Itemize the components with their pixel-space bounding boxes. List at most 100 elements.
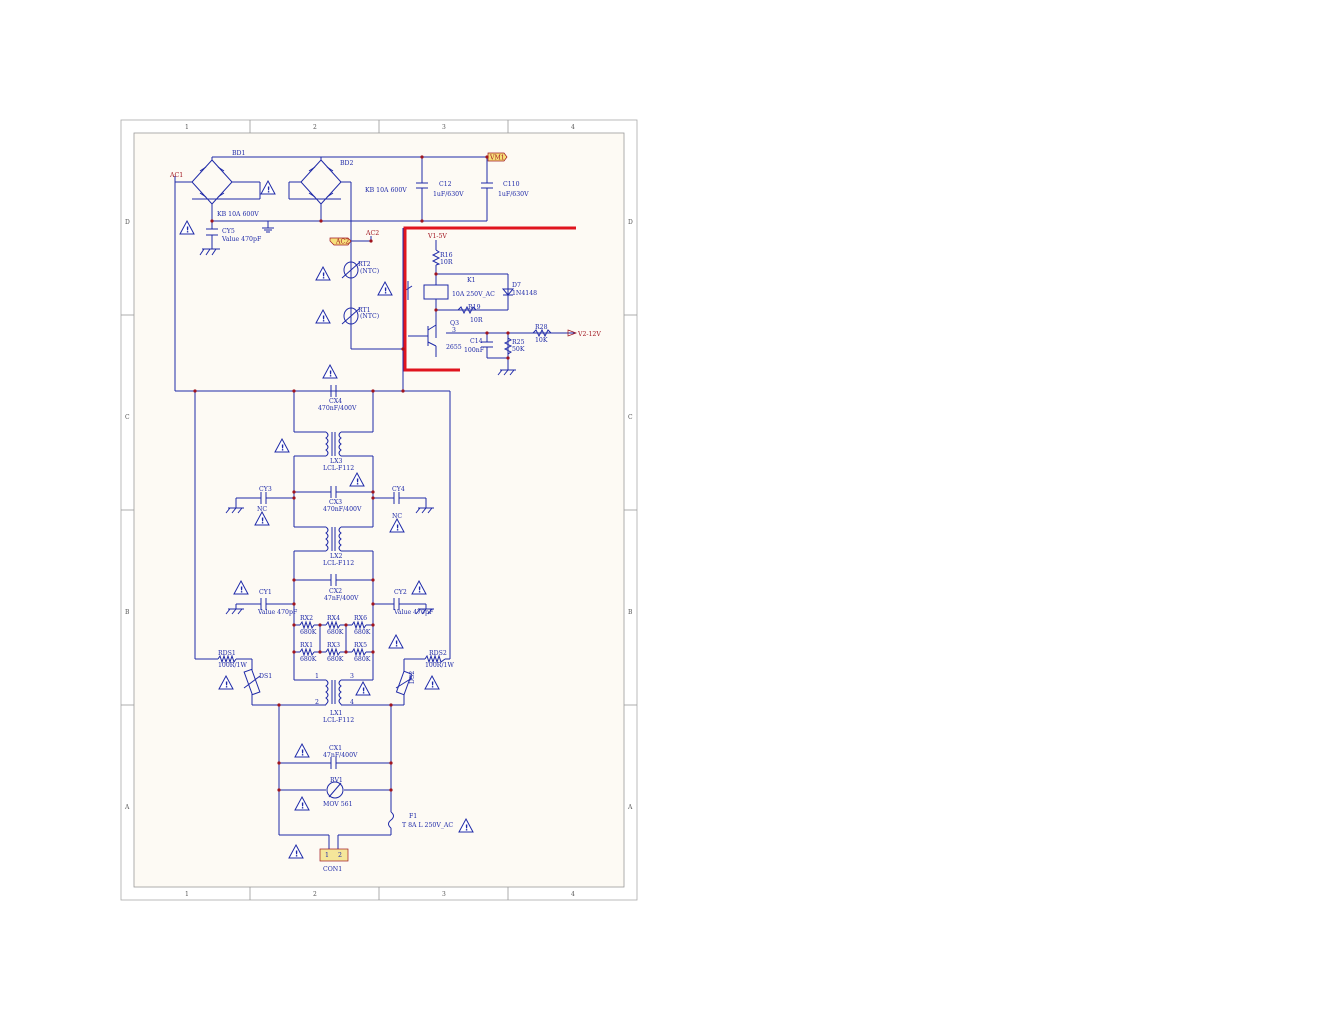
- svg-text:!: !: [295, 850, 299, 859]
- q3-ref: Q3: [450, 320, 459, 327]
- col-label: 1: [185, 124, 189, 131]
- rx3-value: 680K: [327, 656, 344, 663]
- svg-text:!: !: [322, 272, 326, 281]
- ground-relay: [497, 358, 516, 376]
- rx4-ref: RX4: [327, 615, 340, 622]
- thermistor-rt2: [341, 261, 361, 279]
- lx1-pin1: 1: [315, 673, 319, 680]
- warning-icon: !: [322, 363, 338, 379]
- warning-icon: !: [254, 510, 270, 526]
- c12-value: 1uF/630V: [433, 191, 464, 198]
- warning-icon: !: [315, 265, 331, 281]
- caps-c12-c110: [206, 182, 493, 236]
- lx2-ref: LX2: [330, 553, 343, 560]
- rx2-value: 680K: [300, 629, 317, 636]
- thermistor-rt1: [341, 307, 361, 325]
- cy5-value: Value 470pF: [221, 236, 262, 243]
- warning-icon: !: [388, 633, 404, 649]
- cx1-value: 47nF/400V: [323, 752, 358, 759]
- warning-icon: !: [411, 579, 427, 595]
- svg-text:!: !: [396, 524, 400, 533]
- rx5-value: 680K: [354, 656, 371, 663]
- cy3-value: NC: [257, 506, 267, 513]
- input-section: [278, 705, 394, 849]
- warning-icon: !: [315, 308, 331, 324]
- rx1-ref: RX1: [300, 642, 313, 649]
- rx1-value: 680K: [300, 656, 317, 663]
- cy2-ref: CY2: [394, 589, 407, 596]
- zone-labels: 1 2 3 4 1 2 3 4 D C B A D C B A: [124, 124, 633, 898]
- resistor-r19: [457, 305, 477, 315]
- rt2-value: (NTC): [360, 268, 379, 275]
- rds2-ref: RDS2: [429, 650, 447, 657]
- d7-ref: D7: [512, 282, 521, 289]
- svg-text:!: !: [418, 586, 422, 595]
- rv1-ref: RV1: [330, 777, 343, 784]
- top-wiring: [174, 156, 488, 391]
- lx2-value: LCL-F112: [323, 560, 354, 567]
- row-label: B: [628, 609, 633, 616]
- warning-icon: !: [424, 674, 440, 690]
- cx1-ref: CX1: [329, 745, 342, 752]
- lx1-ref: LX1: [330, 710, 343, 717]
- cy3-ref: CY3: [259, 486, 272, 493]
- cx2-value: 47nF/400V: [324, 595, 359, 602]
- row-label: A: [627, 804, 633, 811]
- cx2-ref: CX2: [329, 588, 342, 595]
- col-label: 1: [185, 891, 189, 898]
- cy1-ref: CY1: [259, 589, 272, 596]
- svg-text:!: !: [431, 681, 435, 690]
- c14-ref: C14: [470, 338, 483, 345]
- rds1-ref: RDS1: [218, 650, 236, 657]
- warning-icon: !: [294, 795, 310, 811]
- d7-value: 1N4148: [512, 290, 537, 297]
- r16-value: 10R: [440, 259, 453, 266]
- rt1-ref: RT1: [358, 307, 371, 314]
- con1-pin2: 2: [338, 852, 342, 859]
- svg-text:!: !: [225, 681, 229, 690]
- connector-con1: 1 2: [319, 848, 349, 862]
- col-label: 3: [442, 124, 446, 131]
- c14-value: 100nF: [464, 347, 485, 354]
- lx1-pin3: 3: [350, 673, 354, 680]
- r16-ref: R16: [440, 252, 453, 259]
- con1-pin1: 1: [325, 852, 329, 859]
- vm1-label: VM1: [489, 155, 505, 162]
- ac1-label: AC1: [169, 172, 183, 179]
- ds1-ref: DS1: [259, 673, 272, 680]
- svg-text:!: !: [465, 824, 469, 833]
- v2-port: [567, 329, 577, 337]
- rt2-ref: RT2: [358, 261, 371, 268]
- cx4-ref: CX4: [329, 398, 342, 405]
- rx6-ref: RX6: [354, 615, 367, 622]
- inductor-lx3: [294, 431, 373, 457]
- svg-text:!: !: [329, 370, 333, 379]
- k1-value: 10A 250V_AC: [452, 291, 495, 298]
- cx2-block: [225, 551, 434, 681]
- ac2-net: AC2: [365, 230, 379, 237]
- warning-icon: !: [288, 843, 304, 859]
- rv1-value: MOV 561: [323, 801, 353, 808]
- col-label: 4: [571, 891, 575, 898]
- v1-label: V1-5V: [427, 233, 447, 240]
- warning-icon: !: [349, 471, 365, 487]
- cy4-ref: CY4: [392, 486, 405, 493]
- junction-dots: [193, 155, 510, 792]
- lx3-value: LCL-F112: [323, 465, 354, 472]
- warning-icon: !: [377, 280, 393, 296]
- resistor-r25: [503, 337, 513, 355]
- rx2-ref: RX2: [300, 615, 313, 622]
- cx4-block: [293, 385, 374, 433]
- ac2-tag: AC2: [335, 239, 349, 246]
- k1-ref: K1: [467, 277, 476, 284]
- row-label: B: [125, 609, 130, 616]
- col-label: 3: [442, 891, 446, 898]
- inductor-lx2: [294, 526, 373, 552]
- cx3-block: [225, 456, 434, 528]
- rds-ds-parts: [217, 654, 446, 696]
- rx3-ref: RX3: [327, 642, 340, 649]
- cy4-value: NC: [392, 513, 402, 520]
- q3-pin: 3: [452, 327, 456, 334]
- cx4-value: 470nF/400V: [318, 405, 357, 412]
- row-label: C: [125, 414, 130, 421]
